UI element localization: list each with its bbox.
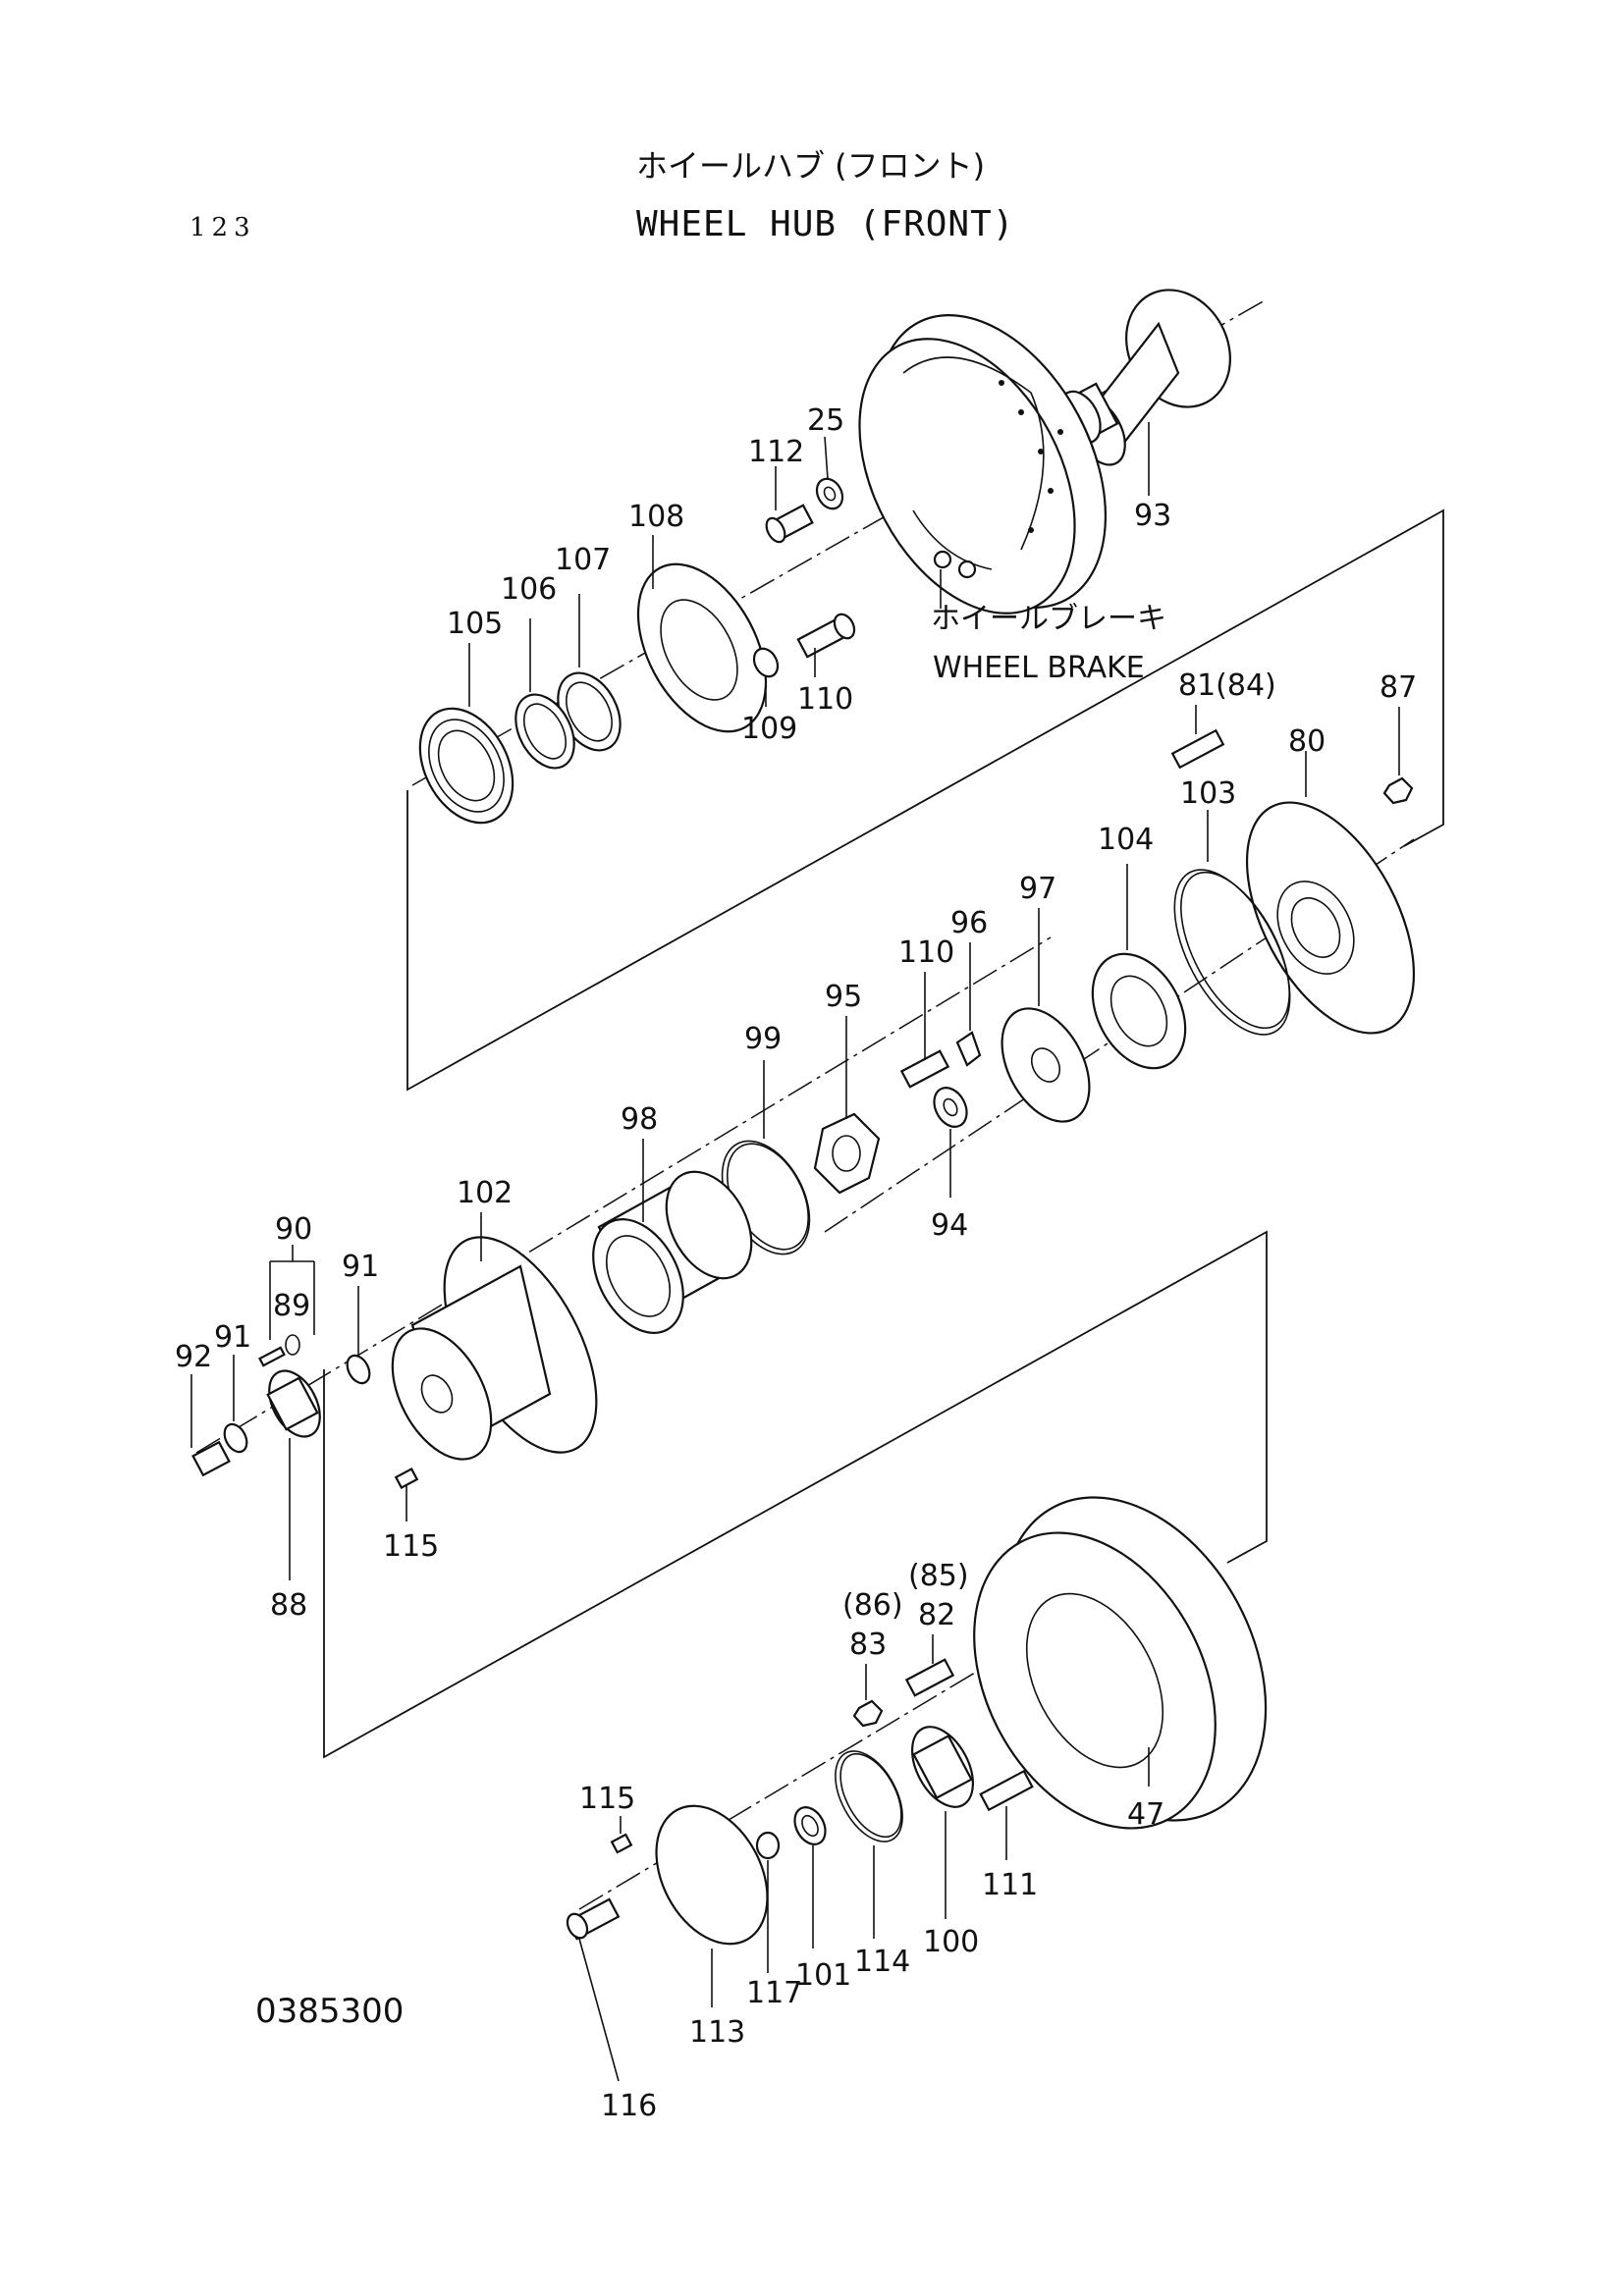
- label-91-right: 91: [342, 1250, 379, 1284]
- label-93: 93: [1134, 499, 1171, 533]
- ring-part-101: [793, 1806, 827, 1845]
- page-number: 123: [189, 213, 256, 242]
- title-english: WHEEL HUB (FRONT): [636, 204, 1014, 244]
- label-47: 47: [1127, 1797, 1164, 1832]
- label-100: 100: [923, 1925, 979, 1959]
- wheel-drum-part-47: [973, 1496, 1268, 1830]
- washer-part-25: [815, 477, 844, 510]
- label-117: 117: [746, 1976, 802, 2010]
- label-113: 113: [689, 2015, 745, 2050]
- label-103: 103: [1180, 776, 1236, 811]
- gear-part-88: [266, 1369, 321, 1438]
- label-88: 88: [270, 1588, 307, 1623]
- label-108: 108: [628, 500, 684, 534]
- spacer-part-117: [755, 1831, 781, 1860]
- cover-part-113: [655, 1804, 769, 1946]
- washer-part-91-left: [223, 1422, 248, 1454]
- wheel-brake-label-en: WHEEL BRAKE: [933, 651, 1145, 685]
- label-109: 109: [741, 712, 797, 746]
- label-90: 90: [275, 1212, 312, 1247]
- document-number: 0385300: [255, 1992, 404, 2031]
- sprocket-part-97: [1001, 1007, 1091, 1123]
- label-92: 92: [175, 1340, 212, 1374]
- assembly-frame-upper: [406, 508, 1444, 1092]
- hub-flange-part-80: [1245, 801, 1416, 1035]
- label-85: (85): [908, 1559, 969, 1593]
- lock-plate-part-96: [955, 1031, 982, 1067]
- washer-part-91-right: [346, 1354, 371, 1385]
- label-115-upper: 115: [383, 1529, 439, 1564]
- label-89: 89: [273, 1289, 310, 1323]
- label-86: (86): [842, 1588, 903, 1623]
- wheel-brake-assembly: [858, 314, 1108, 614]
- label-25: 25: [807, 403, 844, 438]
- label-98: 98: [621, 1102, 658, 1137]
- label-94: 94: [931, 1208, 968, 1243]
- pin-part-90: [258, 1346, 286, 1367]
- washer-part-109: [752, 647, 780, 678]
- bolt-part-110-upper: [796, 613, 856, 659]
- label-96: 96: [950, 906, 988, 940]
- label-115-lower: 115: [579, 1782, 635, 1816]
- bolt-part-111: [979, 1769, 1034, 1812]
- label-87: 87: [1380, 670, 1417, 705]
- bolt-part-116: [566, 1897, 621, 1941]
- stud-part-81: [1170, 728, 1225, 770]
- nut-part-83: [852, 1699, 884, 1728]
- bolt-part-112: [765, 504, 814, 544]
- label-112: 112: [748, 435, 804, 469]
- title-japanese: ホイールハブ (フロント): [636, 147, 985, 185]
- label-114: 114: [854, 1945, 910, 1979]
- label-110-upper: 110: [797, 682, 853, 717]
- label-97: 97: [1019, 872, 1056, 906]
- label-82: 82: [918, 1598, 955, 1632]
- o-ring-part-103: [1173, 869, 1291, 1036]
- bearing-part-105: [418, 707, 514, 825]
- label-107: 107: [555, 543, 611, 577]
- label-111: 111: [982, 1868, 1038, 1902]
- label-102: 102: [457, 1176, 513, 1210]
- label-95: 95: [825, 980, 862, 1014]
- label-116: 116: [601, 2089, 657, 2123]
- o-ring-part-114: [835, 1750, 903, 1842]
- screw-part-115-upper: [394, 1467, 419, 1490]
- part-labels: 25 112 93 108 107 106 105 109 110 ホイールブレ…: [175, 403, 1417, 2123]
- bolt-part-110-lower: [899, 1049, 950, 1089]
- label-81: 81(84): [1178, 668, 1276, 703]
- label-105: 105: [447, 607, 503, 641]
- nut-part-87: [1382, 776, 1414, 805]
- housing-part-108: [636, 562, 768, 733]
- seal-part-106: [514, 693, 575, 770]
- shaft-part-92: [191, 1440, 231, 1477]
- leader-lines: [190, 422, 1400, 2082]
- nut-part-95: [813, 1112, 881, 1195]
- label-91-left: 91: [214, 1320, 251, 1355]
- label-106: 106: [501, 572, 557, 607]
- label-99: 99: [744, 1022, 782, 1056]
- washer-part-94: [933, 1087, 968, 1128]
- spline-hub-part-98: [592, 1170, 753, 1334]
- label-83: 83: [849, 1628, 887, 1662]
- wheel-brake-label-jp: ホイールブレーキ: [931, 602, 1166, 636]
- screw-part-115-lower: [610, 1833, 633, 1854]
- label-101: 101: [795, 1958, 851, 1993]
- label-110-lower: 110: [898, 935, 954, 970]
- housing-part-102: [391, 1236, 598, 1461]
- assembly-frame-lower: [323, 1230, 1268, 1759]
- gear-part-100: [911, 1726, 974, 1808]
- o-ring-part-89: [285, 1334, 300, 1356]
- label-104: 104: [1098, 823, 1154, 857]
- bolt-part-82: [904, 1658, 955, 1697]
- bearing-part-104: [1091, 952, 1187, 1070]
- label-80: 80: [1288, 724, 1325, 759]
